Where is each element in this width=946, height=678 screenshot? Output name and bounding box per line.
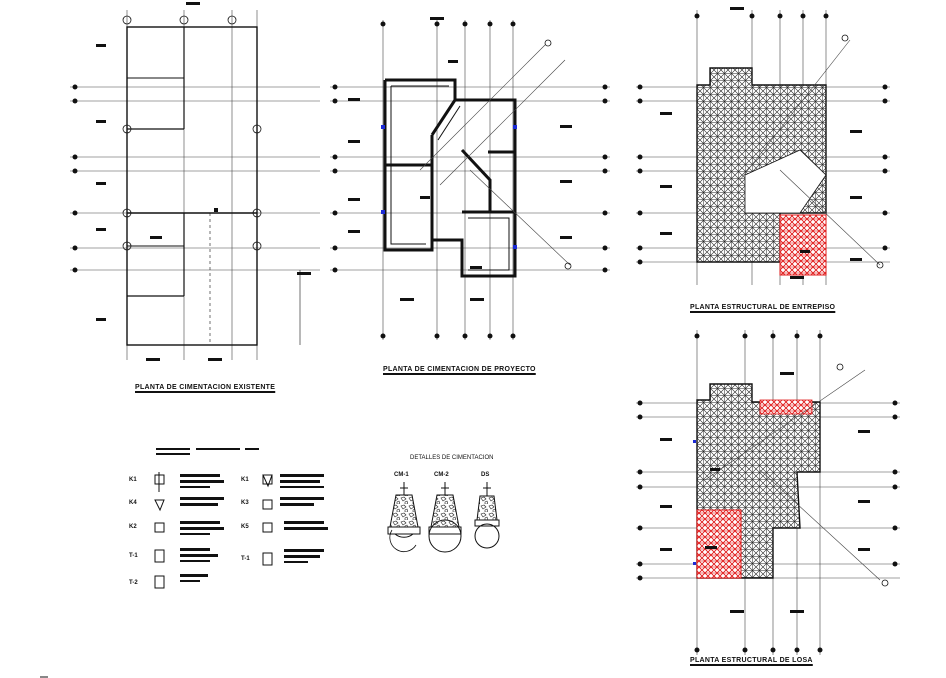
project-foundation-plan [330, 17, 610, 340]
legend-tag: K2 [129, 524, 137, 530]
title-existing-foundation: PLANTA DE CIMENTACION EXISTENTE [135, 384, 276, 391]
detail-cm-1 [387, 482, 421, 553]
detail-tag-cm-1: CM-1 [394, 472, 409, 478]
detail-ds [474, 482, 500, 549]
legend-tag: K1 [129, 477, 137, 483]
title-mezzanine-structure: PLANTA ESTRUCTURAL DE ENTREPISO [690, 304, 836, 311]
detail-cm-2 [428, 482, 462, 553]
legend-tag: T-2 [129, 580, 138, 586]
existing-foundation-plan [70, 2, 320, 361]
reinforcement-legend [154, 448, 328, 589]
title-slab-structure: PLANTA ESTRUCTURAL DE LOSA [690, 657, 813, 664]
title-project-foundation: PLANTA DE CIMENTACION DE PROYECTO [383, 366, 536, 373]
detail-tag-ds: DS [481, 472, 490, 478]
details-title: DETALLES DE CIMENTACION [410, 455, 494, 461]
detail-tag-cm-2: CM-2 [434, 472, 449, 478]
mezzanine-structure-plan [636, 7, 890, 285]
legend-tag: K5 [241, 524, 249, 530]
legend-tag: K4 [129, 500, 137, 506]
legend-tag: T-1 [241, 556, 250, 562]
slab-structure-plan [636, 330, 900, 655]
legend-tag: T-1 [129, 553, 138, 559]
foundation-details [387, 482, 500, 553]
legend-tag: K1 [241, 477, 249, 483]
legend-tag: K3 [241, 500, 249, 506]
